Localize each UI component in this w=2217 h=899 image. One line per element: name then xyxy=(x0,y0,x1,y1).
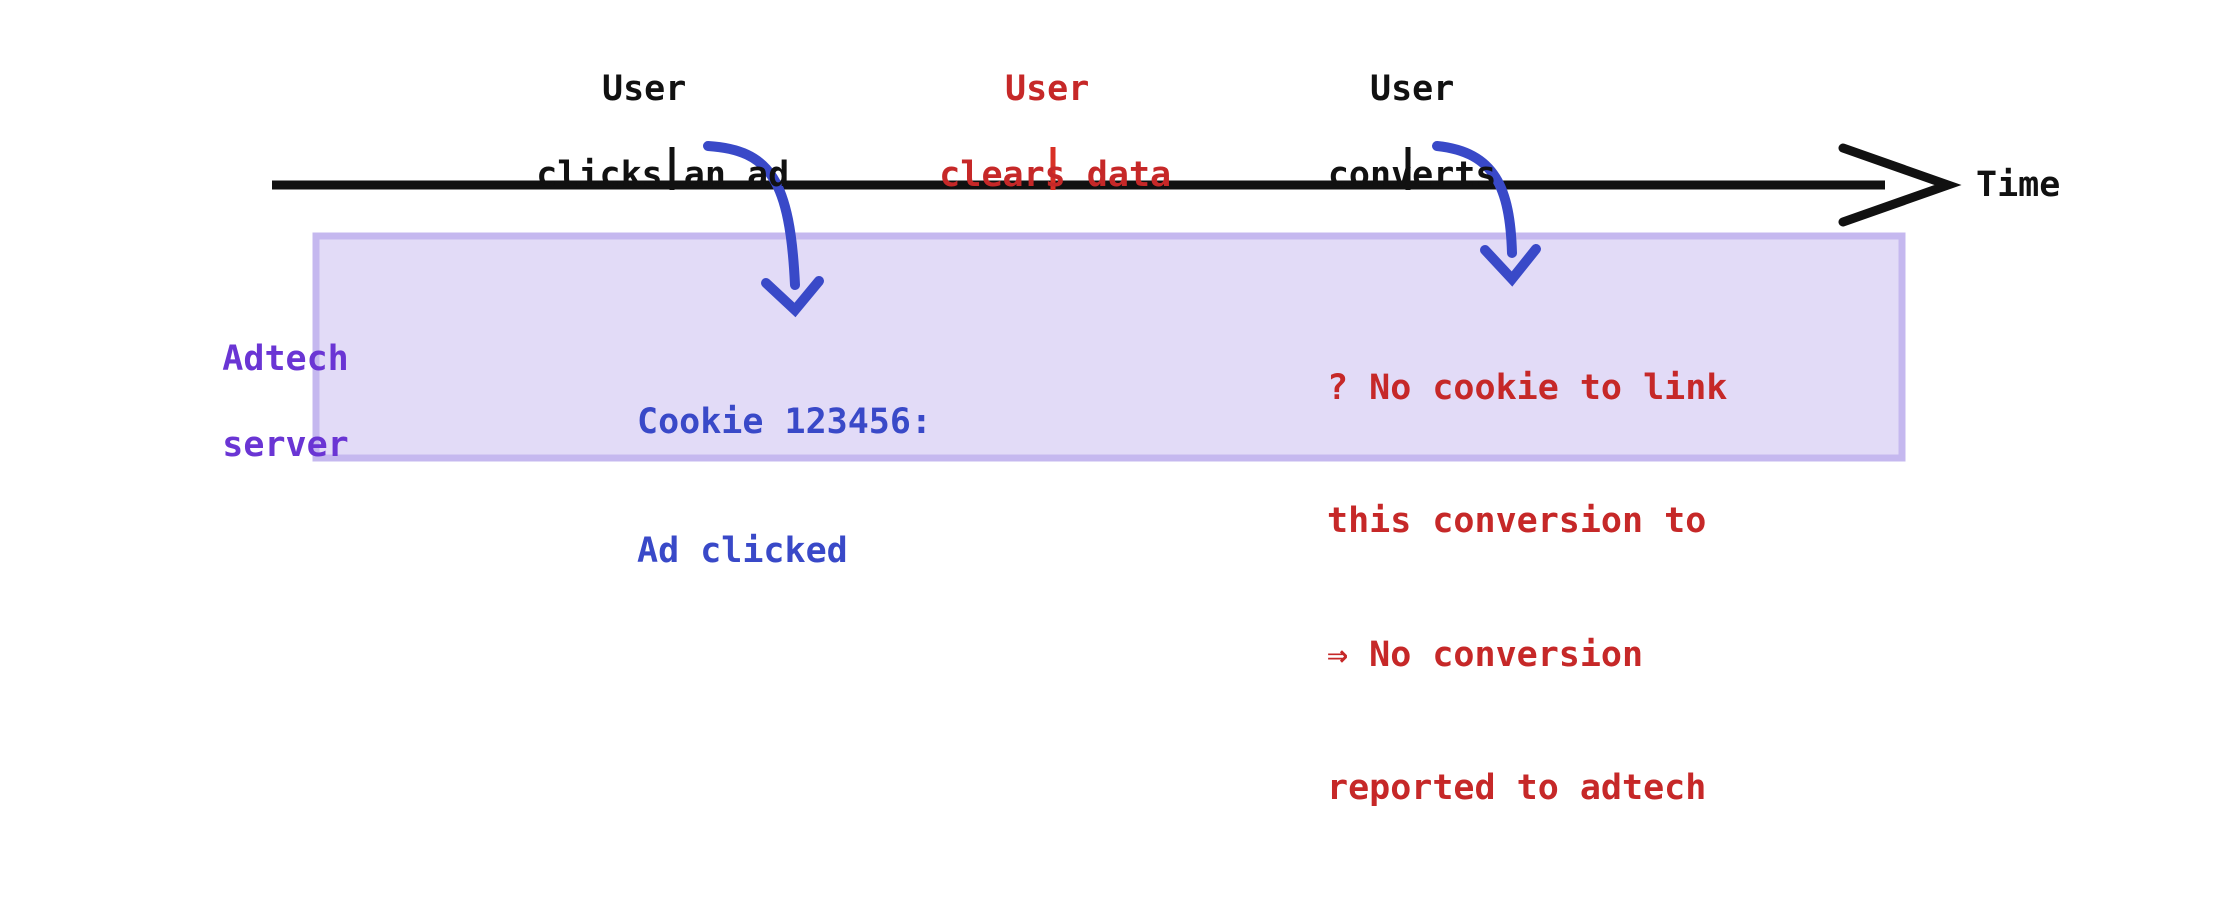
diagram-vector-layer xyxy=(272,141,1962,462)
adtech-server-box xyxy=(312,232,1906,462)
event-label-user-converts: User converts xyxy=(1220,25,1520,240)
event-label-line2: clicks an ad xyxy=(536,155,790,196)
cookie-log-note-line2: Ad clicked xyxy=(637,530,932,573)
cookie-log-note-line2-plain: Ad xyxy=(637,531,701,572)
event-label-line1: User xyxy=(1370,69,1455,110)
no-conversion-note-line1: ? No cookie to link xyxy=(1327,367,1728,408)
no-conversion-note: ? No cookie to link this conversion to ⇒… xyxy=(1327,277,1727,899)
arrow-click-to-cookie-log xyxy=(703,141,824,318)
adtech-server-label-line2: server xyxy=(222,425,349,466)
event-label-line1: User xyxy=(1005,69,1090,110)
cookie-log-note-line2-bold: clicked xyxy=(700,531,848,572)
timeline-arrowhead-icon xyxy=(1838,143,1962,227)
event-label-user-clicks-an-ad: User clicks an ad xyxy=(452,25,789,240)
arrow-convert-to-conversion-note xyxy=(1432,141,1541,287)
no-conversion-note-line3: ⇒ No conversion xyxy=(1327,634,1644,675)
event-label-line1: User xyxy=(602,69,687,110)
event-label-line2: clears data xyxy=(939,155,1172,196)
axis-label-time: Time xyxy=(1976,165,2061,205)
event-label-user-clears-data: User clears data xyxy=(855,25,1171,240)
no-conversion-note-line4: reported to adtech xyxy=(1327,767,1707,808)
adtech-server-label-line1: Adtech xyxy=(222,339,349,380)
adtech-server-label: Adtech server xyxy=(138,295,348,510)
no-conversion-note-line2: this conversion to xyxy=(1327,501,1707,542)
event-label-line2: converts xyxy=(1327,155,1497,196)
timeline-diagram-canvas: User clicks an ad User clears data User … xyxy=(222,25,2061,808)
cookie-log-note-line1: Cookie 123456: xyxy=(637,402,933,443)
cookie-log-note: Cookie 123456: Ad clicked xyxy=(637,315,932,659)
